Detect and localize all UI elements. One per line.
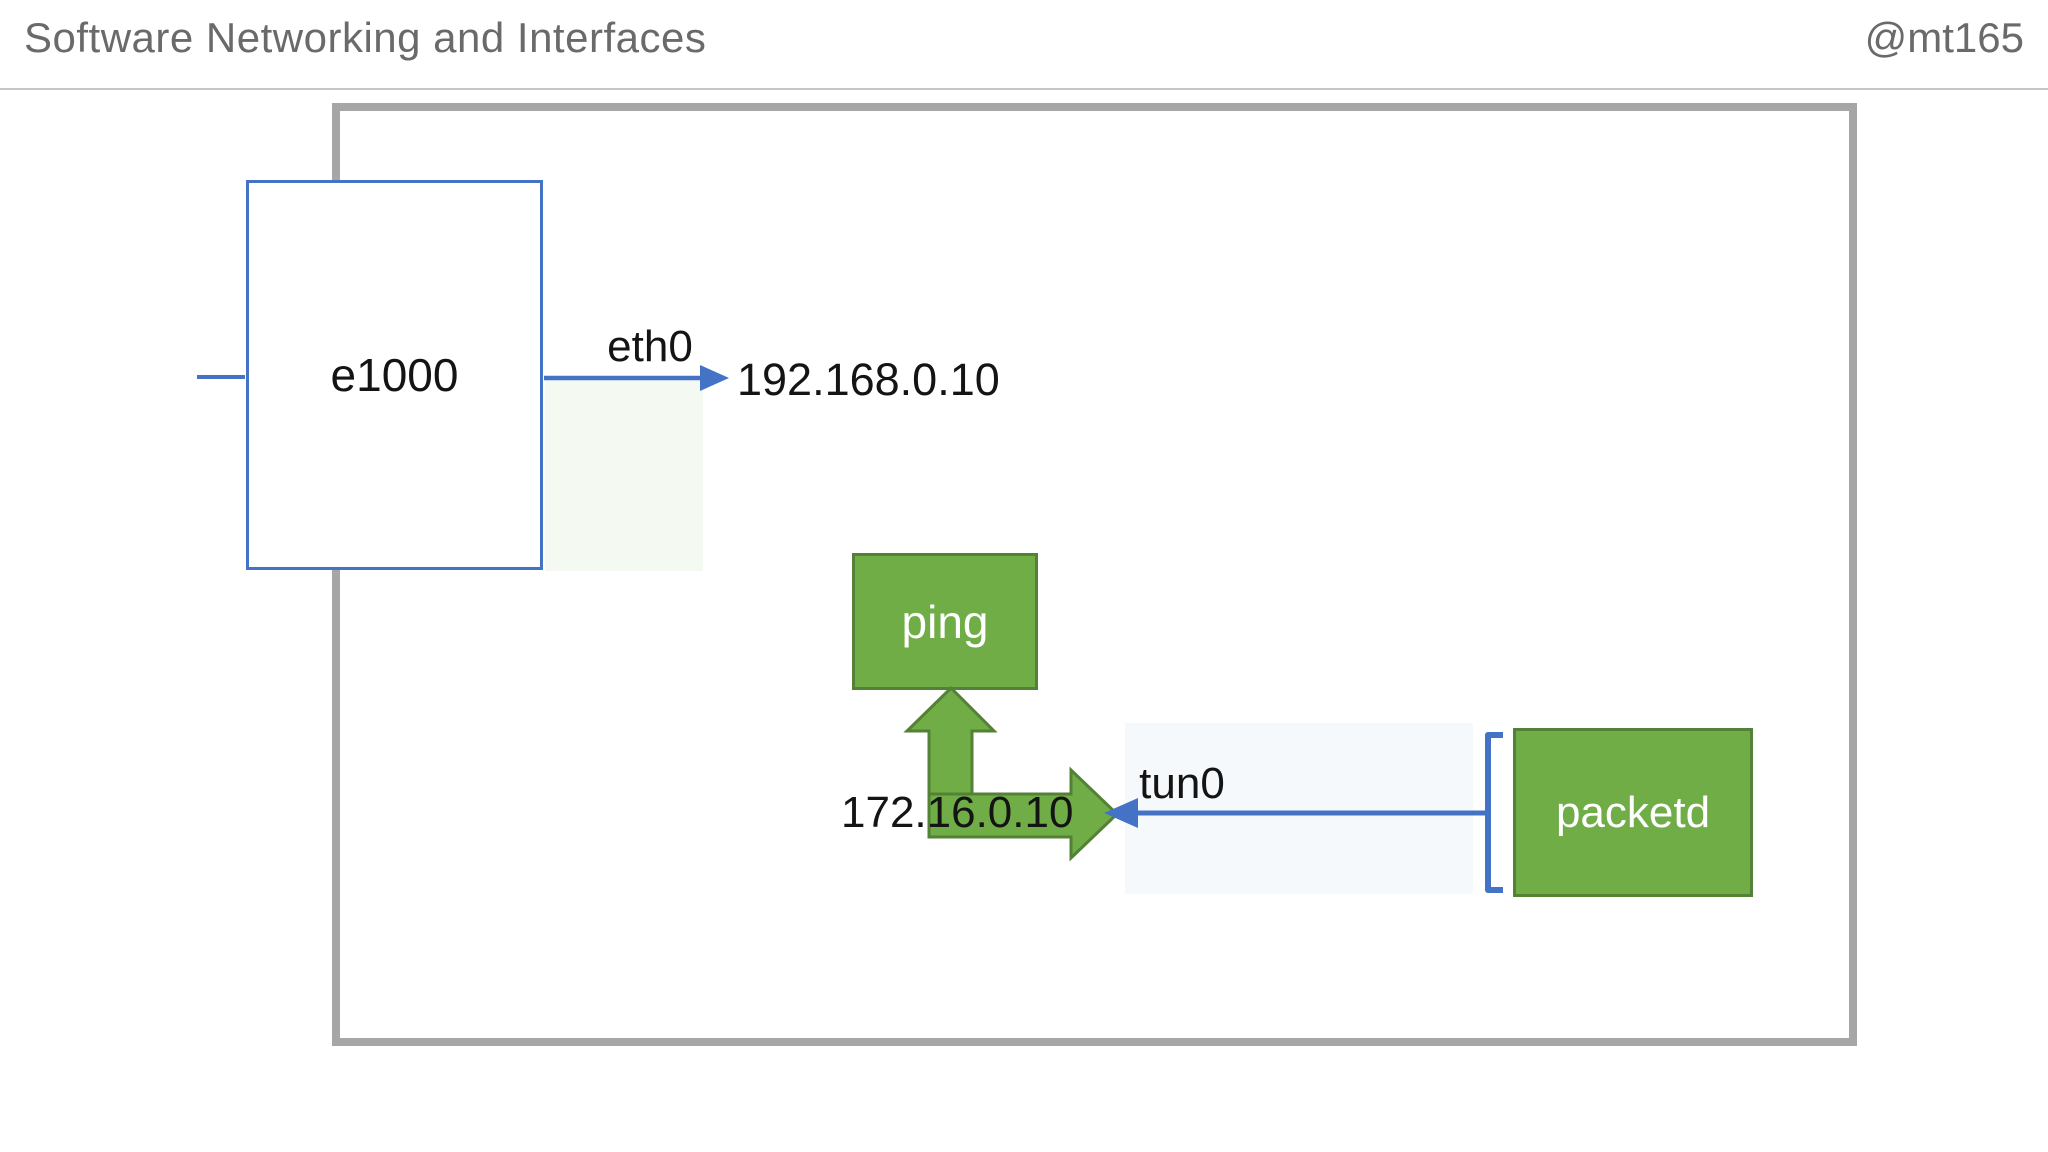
eth0-interface-label: eth0 bbox=[607, 322, 693, 371]
ghost-tint-tun bbox=[1125, 723, 1473, 894]
author-handle: @mt165 bbox=[1864, 14, 2024, 61]
host-machine-box bbox=[332, 103, 1857, 1046]
tun0-ip-label: 172.16.0.10 bbox=[841, 788, 1074, 837]
ghost-tint-eth bbox=[545, 379, 703, 571]
eth0-ip-label: 192.168.0.10 bbox=[737, 354, 1000, 405]
header-divider bbox=[0, 88, 2048, 90]
nic-label: e1000 bbox=[330, 349, 459, 401]
ping-label: ping bbox=[901, 595, 989, 648]
packetd-label: packetd bbox=[1555, 787, 1711, 837]
nic-box: e1000 bbox=[246, 180, 543, 570]
ping-process-box: ping bbox=[852, 553, 1038, 690]
tun0-interface-label: tun0 bbox=[1139, 759, 1225, 808]
packetd-process-box: packetd bbox=[1513, 728, 1753, 897]
slide-title: Software Networking and Interfaces bbox=[24, 14, 707, 61]
